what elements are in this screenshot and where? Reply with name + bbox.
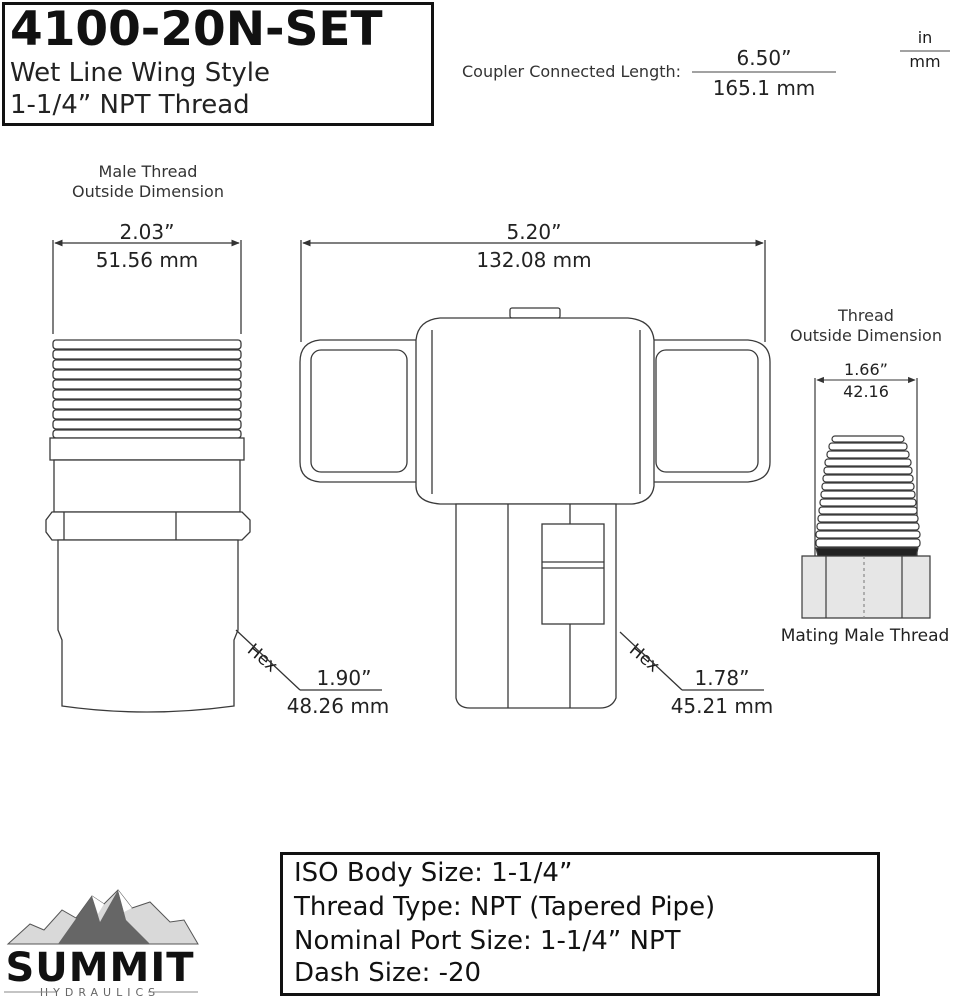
subtitle-line-1: Wet Line Wing Style [10, 58, 270, 88]
coupler-length-mm: 165.1 mm [712, 76, 816, 100]
main-body [415, 317, 655, 505]
part-number: 4100-20N-SET [10, 2, 383, 57]
male-thread-mm: 51.56 mm [95, 248, 199, 272]
latch-button [541, 523, 605, 625]
spec-box [280, 852, 880, 996]
coupler-length-in: 6.50” [736, 46, 792, 70]
spec-thread-type: Thread Type: NPT (Tapered Pipe) [294, 892, 716, 922]
coupler-hex-in: 1.78” [694, 666, 750, 690]
subtitle-line-2: 1-1/4” NPT Thread [10, 90, 250, 120]
brand-name: SUMMIT [5, 945, 195, 991]
mating-thread-ridges [815, 435, 921, 548]
mating-thread-caption: Mating Male Thread [780, 626, 950, 646]
mating-hex [801, 555, 931, 619]
male-thread-ridges [52, 339, 242, 439]
male-thread-label-2: Outside Dimension [72, 182, 224, 201]
coupler-length-label: Coupler Connected Length: [462, 62, 682, 81]
male-thread-label-1: Male Thread [98, 162, 198, 181]
male-neck [53, 459, 241, 513]
male-collar [49, 437, 245, 461]
units-legend-in: in [917, 28, 933, 47]
male-hex-mm: 48.26 mm [286, 694, 390, 718]
mating-thread-in: 1.66” [844, 360, 888, 379]
spec-dash-size: Dash Size: -20 [294, 958, 482, 988]
mating-thread-drawing [801, 376, 931, 619]
mating-thread-label-1: Thread [838, 306, 894, 325]
mountain-logo-icon [6, 889, 199, 945]
male-barrel [57, 539, 239, 713]
male-hex-in: 1.90” [316, 666, 372, 690]
top-tab [509, 307, 561, 319]
units-legend-mm: mm [909, 52, 941, 71]
title-box [2, 2, 434, 126]
coupler-width-mm: 132.08 mm [476, 248, 592, 272]
male-hex [45, 511, 251, 541]
male-adapter-drawing [45, 239, 382, 713]
mating-thread-label-2: Outside Dimension [790, 326, 942, 345]
spec-iso-body: ISO Body Size: 1-1/4” [294, 858, 573, 888]
mating-thread-mm: 42.16 [843, 382, 889, 401]
coupler-body-drawing [299, 239, 771, 709]
spec-port-size: Nominal Port Size: 1-1/4” NPT [294, 926, 681, 956]
coupler-hex-mm: 45.21 mm [670, 694, 774, 718]
brand-sub: HYDRAULICS [39, 986, 161, 999]
mating-collar [815, 547, 919, 557]
